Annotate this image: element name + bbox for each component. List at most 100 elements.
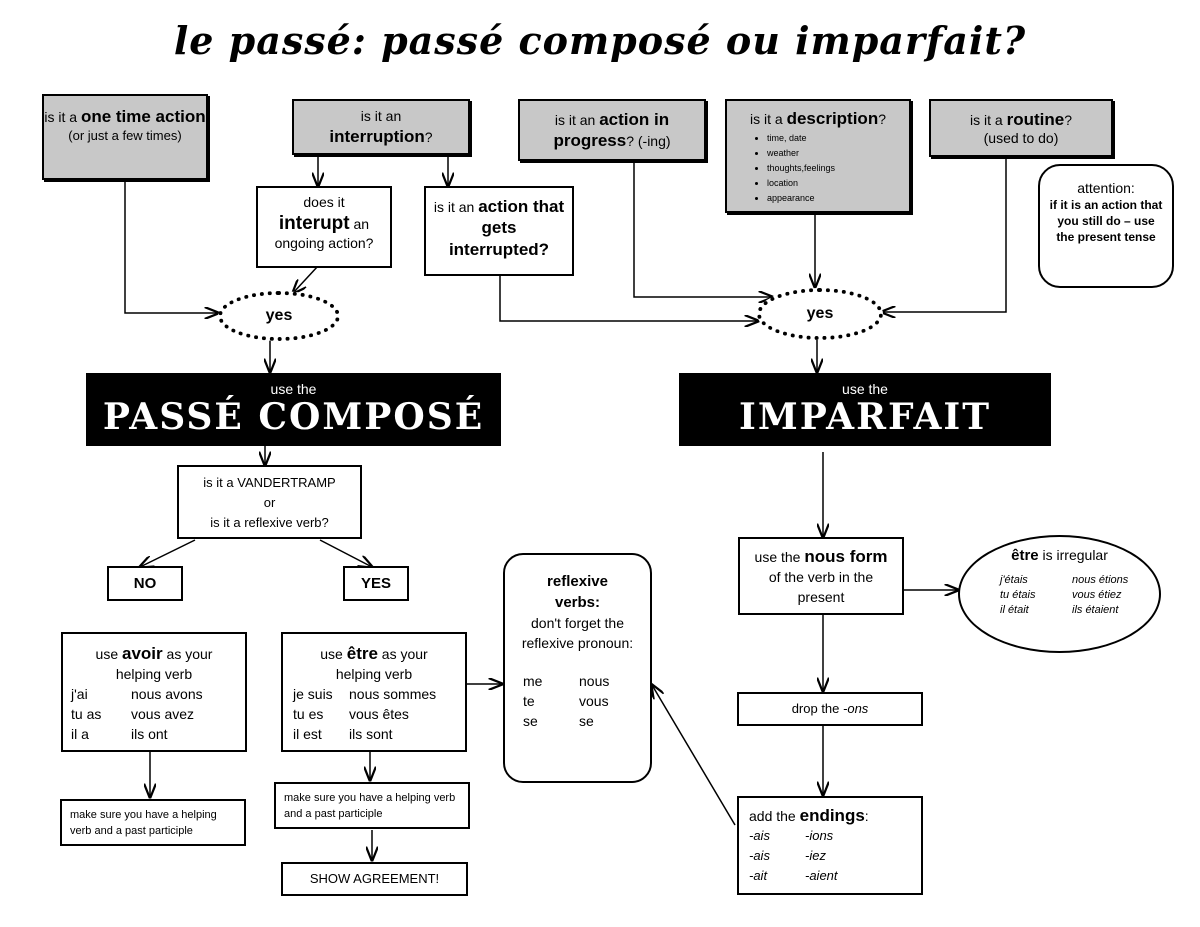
etre-imparfait-conjugation: j'étais nous étions tu étais vous étiez il… <box>974 573 1145 618</box>
page-title: le passé: passé composé ou imparfait? <box>173 18 1027 63</box>
instruction-line-2: helping verb <box>115 666 193 682</box>
question-line-1: is it a VANDERTRAMP <box>203 475 336 490</box>
show-agreement-box: SHOW AGREEMENT! <box>281 862 468 896</box>
question-keyword: action in <box>599 110 670 129</box>
ending-cell: -ais <box>749 848 770 863</box>
reflexive-title-1: reflexive <box>547 573 608 590</box>
instruction-suffix: : <box>864 808 869 824</box>
question-prefix: is it an <box>360 108 402 124</box>
conjugation-cell: nous étions <box>1072 574 1129 586</box>
instruction-keyword: nous form <box>804 547 888 566</box>
question-note: (used to do) <box>983 130 1059 147</box>
attention-text: if it is an action that you still do – u… <box>1049 198 1163 244</box>
question-keyword-2: progress <box>553 131 627 151</box>
helper-note-left: make sure you have a helping verb and a … <box>60 799 246 846</box>
instruction-line-3: present <box>797 589 845 605</box>
yes-oval-right: yes <box>757 288 883 340</box>
ending-cell: -ait <box>749 868 768 883</box>
drop-ons-box: drop the -ons <box>737 692 923 726</box>
pronoun-cell: nous <box>579 673 610 689</box>
instruction-prefix: add the <box>749 808 800 824</box>
conjugation-cell: tu as <box>71 706 102 722</box>
conjugation-cell: tu étais <box>1000 589 1036 601</box>
reflexive-title-2: verbs: <box>554 594 601 611</box>
instruction-suffix: as your <box>162 646 213 662</box>
question-line-2: or <box>263 495 276 510</box>
question-note: ongoing action? <box>274 235 374 252</box>
list-item: thoughts,feelings <box>767 161 909 176</box>
pronoun-cell: me <box>523 673 543 689</box>
header-large-text: IMPARFAIT <box>739 396 991 438</box>
conjugation-cell: nous avons <box>131 686 203 702</box>
conjugation-cell: nous sommes <box>349 686 437 702</box>
ending-cell: -aient <box>805 868 838 883</box>
ending-cell: -ais <box>749 828 770 843</box>
helping-verb: être <box>346 644 378 663</box>
reflexive-body: don't forget the reflexive pronoun: <box>521 615 634 651</box>
header-small-text: use the <box>842 381 888 397</box>
question-keyword: description <box>786 109 879 128</box>
instruction-line-2: of the verb in the <box>768 569 874 585</box>
question-suffix: ? <box>878 111 886 127</box>
conjugation-cell: je suis <box>293 686 333 702</box>
question-action-interrupted: is it an action that gets interrupted? <box>424 186 574 276</box>
question-prefix: does it <box>303 194 345 210</box>
attention-label: attention: <box>1077 180 1135 196</box>
list-item: weather <box>767 146 909 161</box>
avoir-conjugation: j'ai nous avons tu as vous avez il a ils on… <box>71 684 237 744</box>
question-keyword: routine <box>1006 110 1065 129</box>
passe-compose-header: use the PASSÉ COMPOSÉ <box>86 373 501 446</box>
question-suffix: ? <box>1064 112 1072 128</box>
etre-keyword: être <box>1011 547 1039 564</box>
endings-list: -ais-ions -ais-iez -ait-aient <box>749 826 911 886</box>
pronoun-cell: se <box>579 713 594 729</box>
yes-label: yes <box>265 307 293 324</box>
etre-irregular-text: is irregular <box>1038 547 1108 563</box>
ons-suffix: -ons <box>843 701 869 716</box>
conjugation-cell: ils ont <box>131 726 168 742</box>
conjugation-cell: vous avez <box>131 706 195 722</box>
question-prefix: is it a <box>44 109 81 125</box>
question-description: is it a description? time, date weather … <box>725 99 911 213</box>
yes-box: YES <box>343 566 409 601</box>
question-routine: is it a routine? (used to do) <box>929 99 1113 157</box>
question-prefix: is it a <box>970 112 1007 128</box>
helper-note-text: make sure you have a helping verb and a … <box>284 792 456 820</box>
instruction-line-2: helping verb <box>335 666 413 682</box>
reflexive-verbs-box: reflexive verbs: don't forget the reflex… <box>503 553 652 783</box>
conjugation-cell: il a <box>71 726 89 742</box>
conjugation-cell: j'ai <box>71 686 88 702</box>
helper-note-right: make sure you have a helping verb and a … <box>274 782 470 829</box>
question-vandertramp: is it a VANDERTRAMP or is it a reflexive… <box>177 465 362 539</box>
question-keyword: one time action <box>80 107 206 126</box>
endings-box: add the endings: -ais-ions -ais-iez -ait… <box>737 796 923 895</box>
question-keyword: interruption <box>329 126 425 146</box>
question-prefix: is it an <box>554 112 600 128</box>
attention-note: attention: if it is an action that you s… <box>1038 164 1174 288</box>
question-note: (or just a few times) <box>68 128 182 144</box>
question-interrupt-ongoing: does it interupt an ongoing action? <box>256 186 392 268</box>
yes-label: yes <box>806 305 834 322</box>
conjugation-cell: vous étiez <box>1072 589 1122 601</box>
etre-irregular-oval: être is irregular j'étais nous étions tu … <box>958 535 1161 653</box>
description-list: time, date weather thoughts,feelings loc… <box>727 131 909 206</box>
conjugation-cell: ils étaient <box>1072 604 1119 616</box>
imparfait-header: use the IMPARFAIT <box>679 373 1051 446</box>
ending-cell: -ions <box>805 828 834 843</box>
question-suffix: ? <box>424 128 433 145</box>
conjugation-cell: j'étais <box>1000 574 1028 586</box>
question-prefix: is it an <box>433 199 479 215</box>
show-agreement-text: SHOW AGREEMENT! <box>309 871 440 886</box>
instruction-prefix: use <box>95 646 122 662</box>
list-item: location <box>767 176 909 191</box>
question-action-in-progress: is it an action in progress? (-ing) <box>518 99 706 161</box>
question-interruption: is it an interruption? <box>292 99 470 155</box>
instruction-keyword: endings <box>799 806 865 825</box>
yes-oval-left: yes <box>218 291 340 341</box>
header-small-text: use the <box>270 381 317 397</box>
instruction-prefix: drop the <box>791 701 844 716</box>
conjugation-cell: vous êtes <box>349 706 409 722</box>
